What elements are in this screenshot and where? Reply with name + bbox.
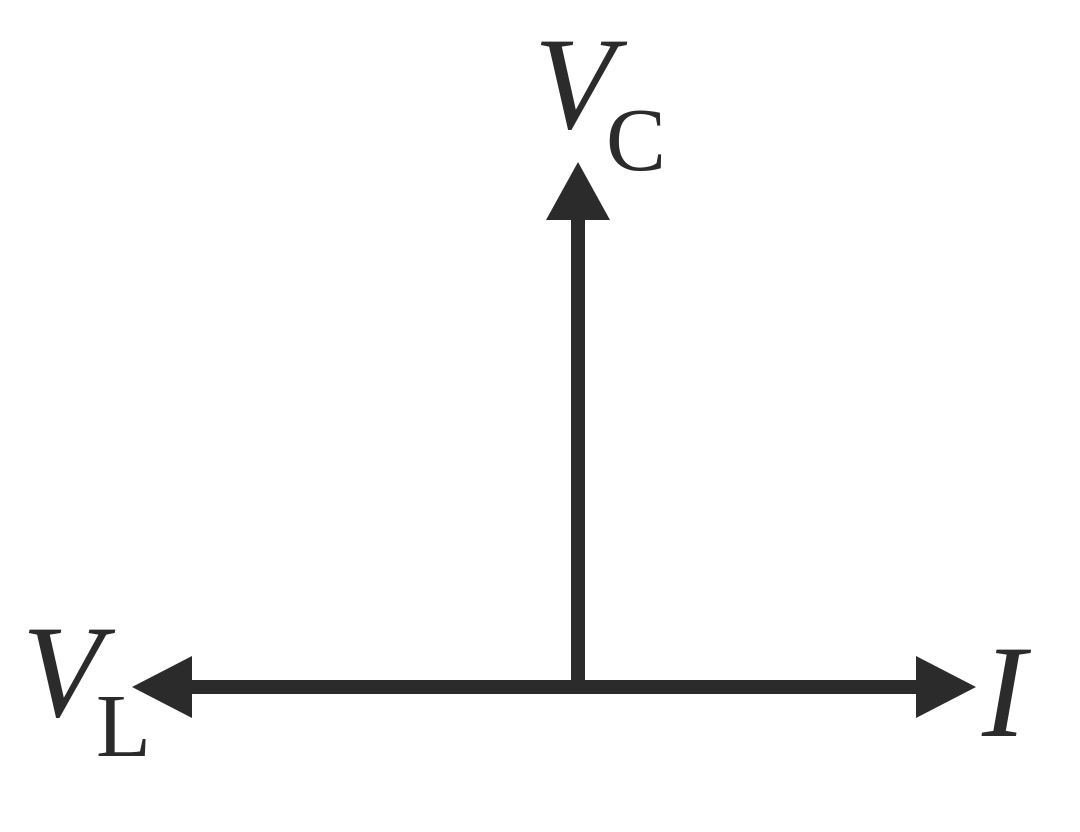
vl-arrowhead [132,656,192,718]
vc-arrow [546,162,610,686]
i-arrowhead [916,656,976,718]
vc-label-subscript: C [606,91,666,190]
vc-label-symbol: V [534,10,628,157]
vl-label-symbol: V [22,598,116,745]
i-arrow [578,656,976,718]
i-label-symbol: I [981,618,1032,765]
vc-label: VC [534,10,666,190]
vl-label: VL [22,598,151,776]
vc-arrowhead [546,162,610,220]
vl-arrow [132,656,578,718]
vl-label-subscript: L [96,677,151,776]
i-label: I [981,618,1032,765]
